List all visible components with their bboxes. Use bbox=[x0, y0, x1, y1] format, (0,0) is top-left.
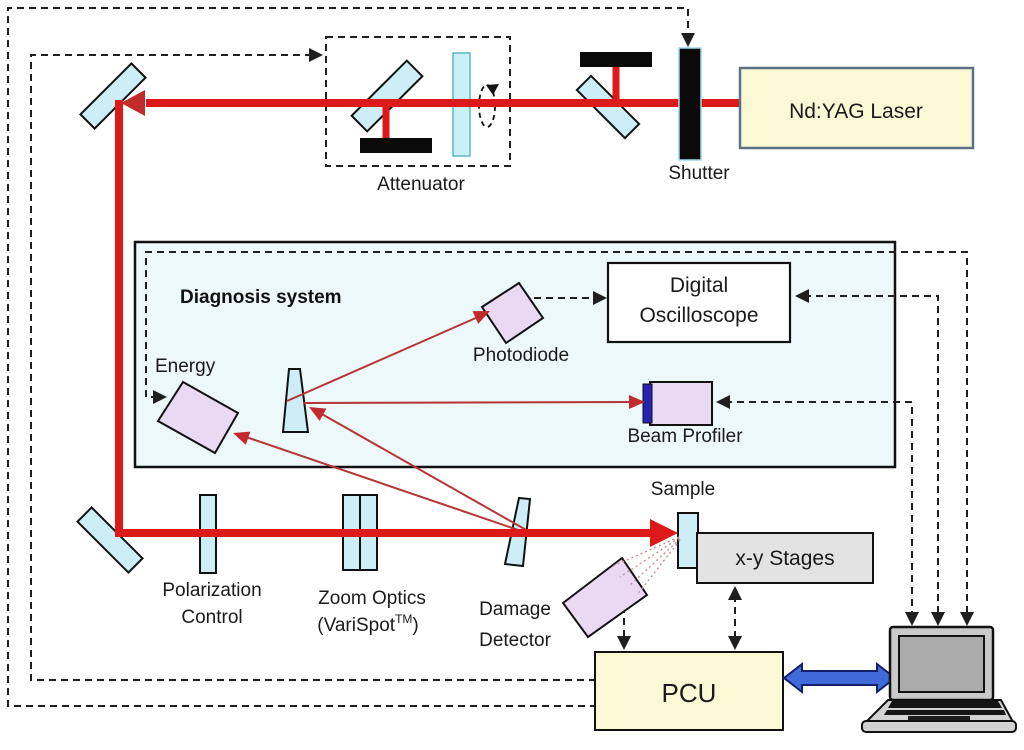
oscilloscope-label-line1: Digital bbox=[670, 274, 728, 297]
beam-to-photodiode bbox=[286, 311, 490, 402]
arrowhead-into-attenuator bbox=[309, 48, 323, 62]
diagnosis-wedge-splitter bbox=[281, 368, 310, 433]
arrowhead-into-laptop-right bbox=[960, 612, 974, 626]
pcu-to-shutter-signal-line bbox=[7, 7, 695, 707]
laptop-touchpad bbox=[908, 716, 970, 721]
pcu-label: PCU bbox=[662, 678, 717, 708]
arrowhead-into-oscilloscope-left bbox=[593, 291, 607, 305]
beam-wedge-to-energy-detector bbox=[233, 431, 525, 533]
damage-detector bbox=[561, 556, 649, 639]
sample-label: Sample bbox=[651, 479, 715, 500]
laser-label: Nd:YAG Laser bbox=[789, 100, 923, 123]
beam-to-beam-profiler bbox=[302, 395, 645, 409]
beam-wedge-to-diagnosis bbox=[309, 407, 529, 532]
diagnosis-title: Diagnosis system bbox=[180, 287, 342, 308]
xy-stages-box bbox=[696, 532, 874, 584]
arrowhead-into-pcu-from-stages bbox=[728, 636, 742, 650]
pcu-to-attenuator-signal-line bbox=[30, 48, 595, 681]
arrowhead-into-pcu-from-detector bbox=[617, 636, 631, 650]
photodiode-to-oscilloscope-signal-line bbox=[534, 291, 607, 305]
stages-pcu-double-arrow bbox=[728, 586, 742, 650]
damage-detector-label-line2: Detector bbox=[479, 630, 551, 651]
oscilloscope-label-line2: Oscilloscope bbox=[639, 304, 758, 327]
beam-profiler bbox=[649, 381, 713, 426]
laptop-computer bbox=[861, 625, 1017, 733]
beam-arrowhead-at-sample bbox=[650, 519, 678, 547]
laptop-screen bbox=[898, 635, 985, 693]
arrowhead-into-beam-profiler bbox=[716, 395, 730, 409]
arrowhead-into-stages bbox=[728, 586, 742, 600]
arrowhead-into-laptop-left bbox=[905, 612, 919, 626]
beam-arrowhead-at-mirror bbox=[121, 90, 145, 116]
sample bbox=[677, 512, 699, 569]
photodiode bbox=[480, 281, 545, 345]
polarization-label-line1: Polarization bbox=[162, 580, 261, 601]
energy-label: Energy bbox=[155, 356, 216, 377]
attenuator-beam-dump bbox=[360, 138, 432, 153]
beam-profiler-aperture bbox=[642, 383, 653, 424]
energy-detector-to-computer-signal-line bbox=[145, 251, 974, 626]
laser-box bbox=[738, 66, 975, 150]
mirror-bottom-left bbox=[76, 506, 144, 574]
digital-oscilloscope-box bbox=[606, 261, 792, 344]
arrowhead-into-shutter bbox=[681, 33, 695, 47]
pcu-box bbox=[594, 651, 784, 731]
attenuator-label: Attenuator bbox=[377, 174, 465, 195]
main-laser-beam bbox=[115, 90, 740, 547]
arrowhead-into-oscilloscope-right bbox=[795, 289, 809, 303]
laptop-base bbox=[861, 720, 1017, 733]
xy-stages-label: x-y Stages bbox=[735, 547, 834, 570]
beamsplitter-beam-dump bbox=[580, 52, 652, 67]
arrowhead-into-laptop-middle bbox=[931, 612, 945, 626]
damage-detector-label-line1: Damage bbox=[479, 599, 551, 620]
beam-profiler-label: Beam Profiler bbox=[627, 426, 743, 447]
zoom-optics-label-line2: (VariSpotTM) bbox=[317, 612, 418, 636]
energy-detector bbox=[156, 380, 240, 455]
scatter-fan-lines bbox=[610, 536, 681, 596]
zoom-optics-label-line1: Zoom Optics bbox=[318, 588, 426, 609]
laptop-keyboard-row bbox=[888, 701, 1002, 708]
beam-profiler-to-computer-signal-line bbox=[716, 395, 919, 626]
photodiode-label: Photodiode bbox=[473, 345, 569, 366]
arrowhead-into-energy-detector bbox=[153, 390, 167, 404]
polarization-label-line2: Control bbox=[181, 607, 242, 628]
laptop-keyboard-row2 bbox=[884, 710, 1006, 715]
pcu-computer-double-arrow bbox=[782, 661, 897, 695]
oscilloscope-to-computer-signal-line bbox=[795, 289, 945, 626]
shutter-label: Shutter bbox=[668, 163, 730, 184]
shutter bbox=[678, 47, 702, 161]
